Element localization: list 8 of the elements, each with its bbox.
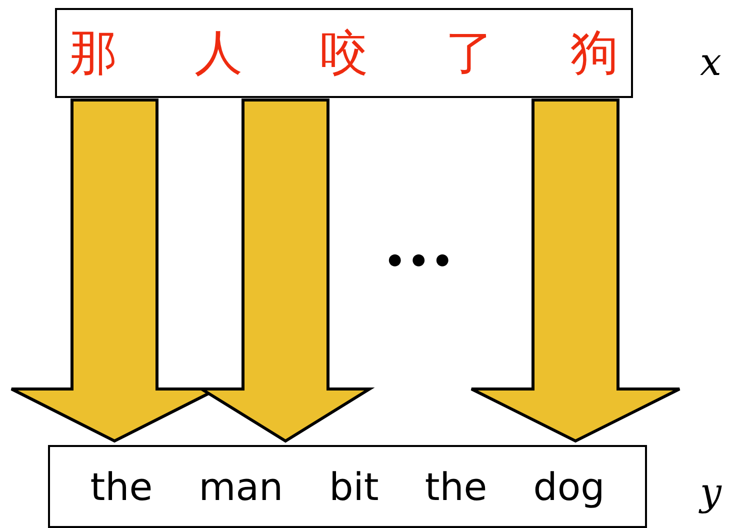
target-sentence: the man bit the dog [90,464,605,508]
variable-label: x [700,40,722,84]
text-box [55,8,633,98]
text-box [48,445,647,528]
variable-label: y [700,470,722,514]
source-sentence: 那 人 咬 了 狗 [69,24,619,83]
ellipsis: ••• [384,242,456,282]
block-arrow [470,98,681,443]
